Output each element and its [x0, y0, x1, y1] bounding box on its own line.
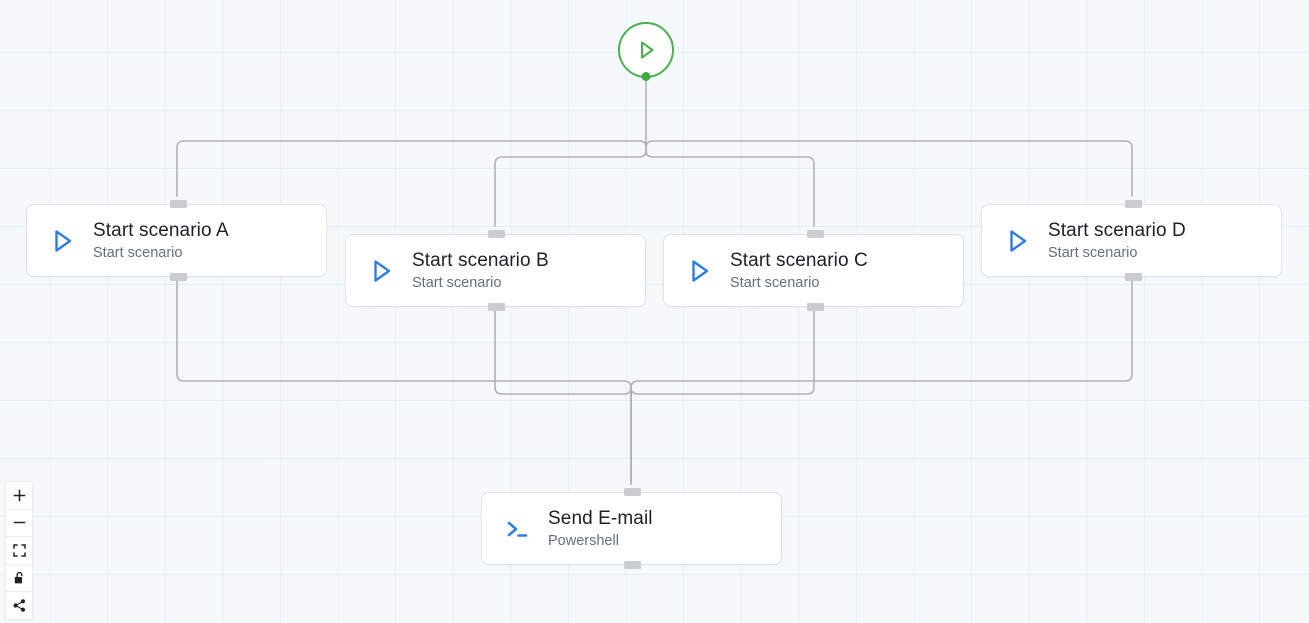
- node-subtitle: Powershell: [548, 532, 619, 549]
- play-icon: [364, 254, 398, 288]
- node-subtitle: Start scenario: [412, 274, 502, 291]
- input-handle[interactable]: [170, 200, 187, 208]
- share-button[interactable]: [6, 592, 32, 619]
- terminal-icon: [500, 512, 534, 546]
- play-icon: [1000, 224, 1034, 258]
- edge-b-to-email: [494, 310, 632, 485]
- play-icon: [45, 224, 79, 258]
- output-handle[interactable]: [624, 561, 641, 569]
- output-handle[interactable]: [1125, 273, 1142, 281]
- plus-icon: [13, 489, 25, 501]
- node-scenario-c[interactable]: Start scenario C Start scenario: [663, 230, 964, 311]
- node-send-email[interactable]: Send E-mail Powershell: [481, 488, 782, 569]
- edge-start-to-b: [494, 147, 647, 227]
- node-title: Start scenario B: [412, 249, 549, 271]
- play-icon: [682, 254, 716, 288]
- edge-d-to-email: [630, 280, 1133, 485]
- node-title: Start scenario D: [1048, 219, 1186, 241]
- share-icon: [12, 598, 25, 612]
- start-output-handle[interactable]: [641, 72, 651, 81]
- node-scenario-d[interactable]: Start scenario D Start scenario: [981, 200, 1282, 281]
- zoom-in-button[interactable]: [6, 482, 32, 510]
- node-subtitle: Start scenario: [1048, 244, 1138, 261]
- input-handle[interactable]: [807, 230, 824, 238]
- node-scenario-b[interactable]: Start scenario B Start scenario: [345, 230, 646, 311]
- node-subtitle: Start scenario: [730, 274, 820, 291]
- output-handle[interactable]: [488, 303, 505, 311]
- zoom-out-button[interactable]: [6, 509, 32, 537]
- input-handle[interactable]: [624, 488, 641, 496]
- minus-icon: [13, 522, 25, 524]
- node-scenario-a[interactable]: Start scenario A Start scenario: [26, 200, 327, 281]
- output-handle[interactable]: [807, 303, 824, 311]
- lock-button[interactable]: [6, 564, 32, 592]
- lock-icon: [14, 571, 22, 584]
- edge-start-to-a: [176, 140, 647, 197]
- start-trigger-node[interactable]: [618, 22, 674, 81]
- node-title: Start scenario A: [93, 219, 229, 241]
- fit-view-button[interactable]: [6, 537, 32, 565]
- play-icon: [640, 41, 654, 59]
- input-handle[interactable]: [1125, 200, 1142, 208]
- edge-start-to-d: [645, 140, 1133, 197]
- node-title: Send E-mail: [548, 507, 653, 529]
- edge-c-to-email: [630, 310, 815, 485]
- canvas-controls-panel[interactable]: [5, 481, 33, 620]
- fit-view-icon: [12, 544, 26, 557]
- node-title: Start scenario C: [730, 249, 868, 271]
- output-handle[interactable]: [170, 273, 187, 281]
- node-subtitle: Start scenario: [93, 244, 183, 261]
- edge-start-to-c: [645, 147, 815, 227]
- input-handle[interactable]: [488, 230, 505, 238]
- edge-a-to-email: [176, 280, 632, 485]
